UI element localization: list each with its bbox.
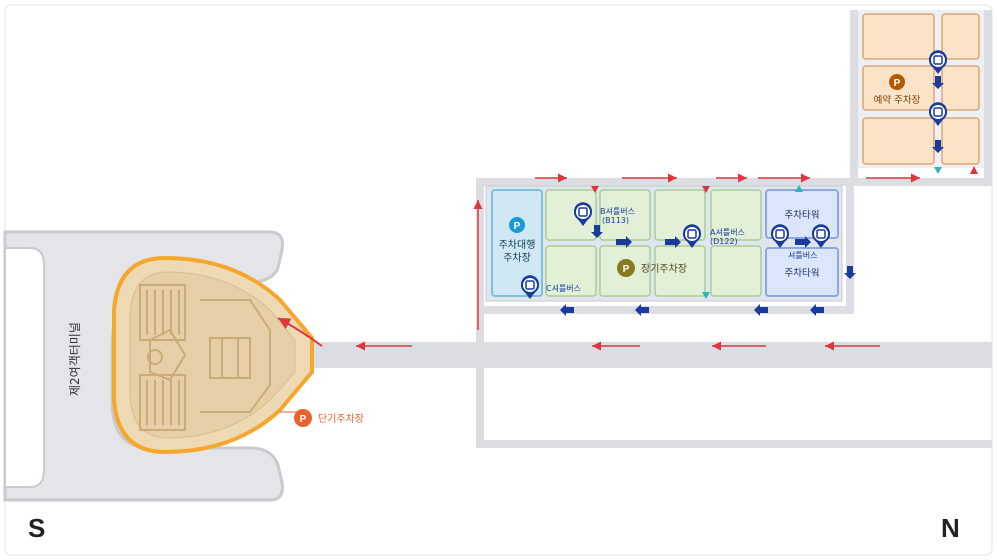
- reservation-p-icon: P: [889, 74, 905, 90]
- bus-pin-a: [683, 224, 701, 248]
- svg-text:P: P: [514, 221, 521, 232]
- shuttle-a-label-line2: (D122): [710, 237, 738, 246]
- tower-top-label: 주차타워: [785, 209, 820, 221]
- shuttle-a-label-line1: A셔틀버스: [710, 227, 745, 237]
- valet-label-line2: 주차장: [503, 252, 531, 264]
- bus-stop-pins: [521, 50, 947, 299]
- short-term-label: 단기주차장: [318, 413, 364, 425]
- long-term-label: 장기주차장: [641, 263, 687, 275]
- compass-north: N: [941, 513, 960, 543]
- shuttle-c-label: C셔틀버스: [546, 283, 581, 293]
- short-term-p-icon: P: [294, 409, 312, 427]
- shuttle-b-label-line2: (B113): [602, 216, 629, 225]
- shuttle-tower-label: 셔틀버스: [788, 250, 817, 260]
- bus-pin-b: [574, 202, 592, 226]
- compass-south: S: [28, 513, 46, 543]
- terminal-label: 제2여객터미널: [68, 322, 82, 396]
- shuttle-b-label-line1: B셔틀버스: [600, 206, 635, 216]
- bus-pin-reservation-2: [929, 102, 947, 126]
- reservation-label: 예약 주차장: [874, 94, 921, 106]
- long-term-p-icon: P: [617, 259, 635, 277]
- terminal-entry-arrow: [277, 317, 323, 347]
- bus-pin-tower-2: [812, 224, 830, 248]
- valet-p-icon: P: [509, 217, 525, 233]
- svg-text:P: P: [623, 264, 630, 275]
- bus-pin-reservation-1: [929, 50, 947, 74]
- bus-pin-tower-1: [771, 224, 789, 248]
- svg-text:P: P: [894, 78, 901, 89]
- valet-label-line1: 주차대행: [499, 239, 536, 251]
- svg-text:P: P: [300, 414, 307, 425]
- traffic-flow-arrows: [356, 173, 920, 351]
- tower-bottom-label: 주차타워: [785, 267, 820, 279]
- reservation-parking-area: [858, 10, 984, 174]
- terminal-building: [3, 230, 314, 502]
- shuttle-route-arrows: [560, 76, 944, 316]
- long-term-parking-area: [485, 185, 843, 302]
- bus-pin-c: [521, 275, 539, 299]
